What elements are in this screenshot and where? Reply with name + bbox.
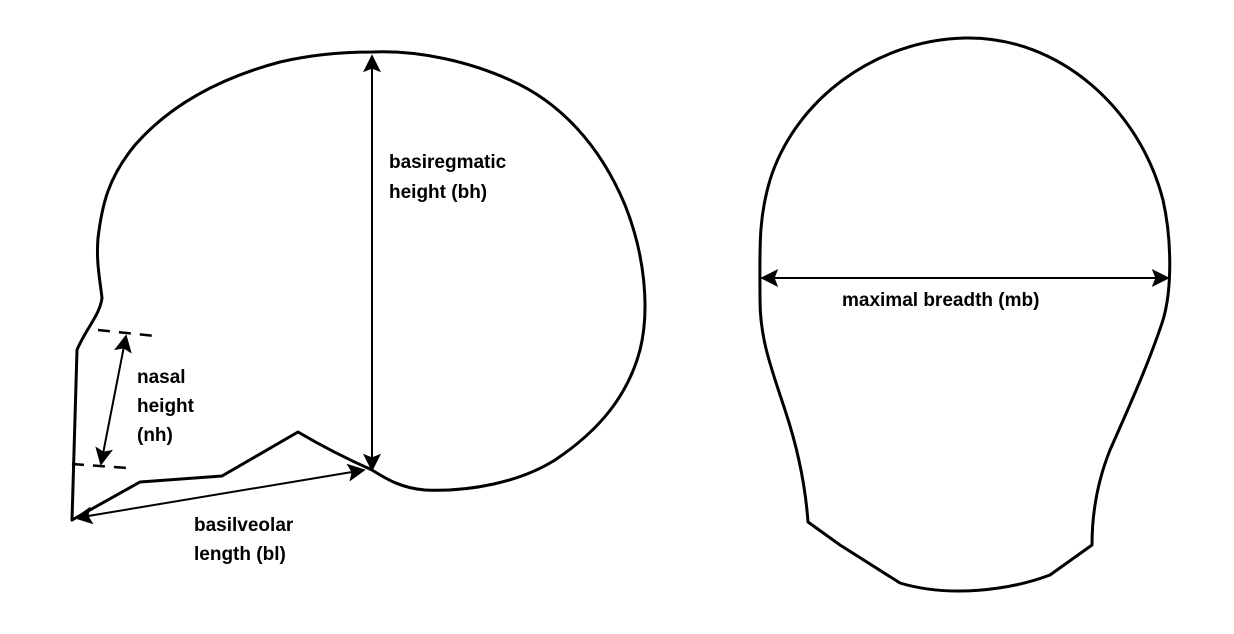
frontal-skull-outline — [758, 36, 1172, 593]
label-basilveolar: basilveolar — [194, 515, 294, 536]
label-basiregmatic-height: height (bh) — [389, 182, 487, 203]
label-nasal: nasal — [137, 367, 186, 388]
label-maximal-breadth: maximal breadth (mb) — [842, 290, 1039, 311]
label-nasal-height: height — [137, 396, 195, 417]
nasal-height-arrow — [95, 334, 132, 466]
basilveolar-length-arrow — [74, 463, 366, 525]
lateral-skull-view: basiregmatic height (bh) nasal height (n… — [70, 50, 647, 565]
lateral-skull-outline — [70, 50, 647, 522]
label-nasal-abbrev: (nh) — [137, 425, 173, 446]
nasion-dashed-line — [97, 328, 156, 338]
label-basilveolar-length: length (bl) — [194, 544, 286, 565]
prosthion-dashed-line — [71, 462, 129, 470]
label-basiregmatic: basiregmatic — [389, 152, 507, 173]
frontal-skull-view: maximal breadth (mb) — [758, 36, 1172, 593]
